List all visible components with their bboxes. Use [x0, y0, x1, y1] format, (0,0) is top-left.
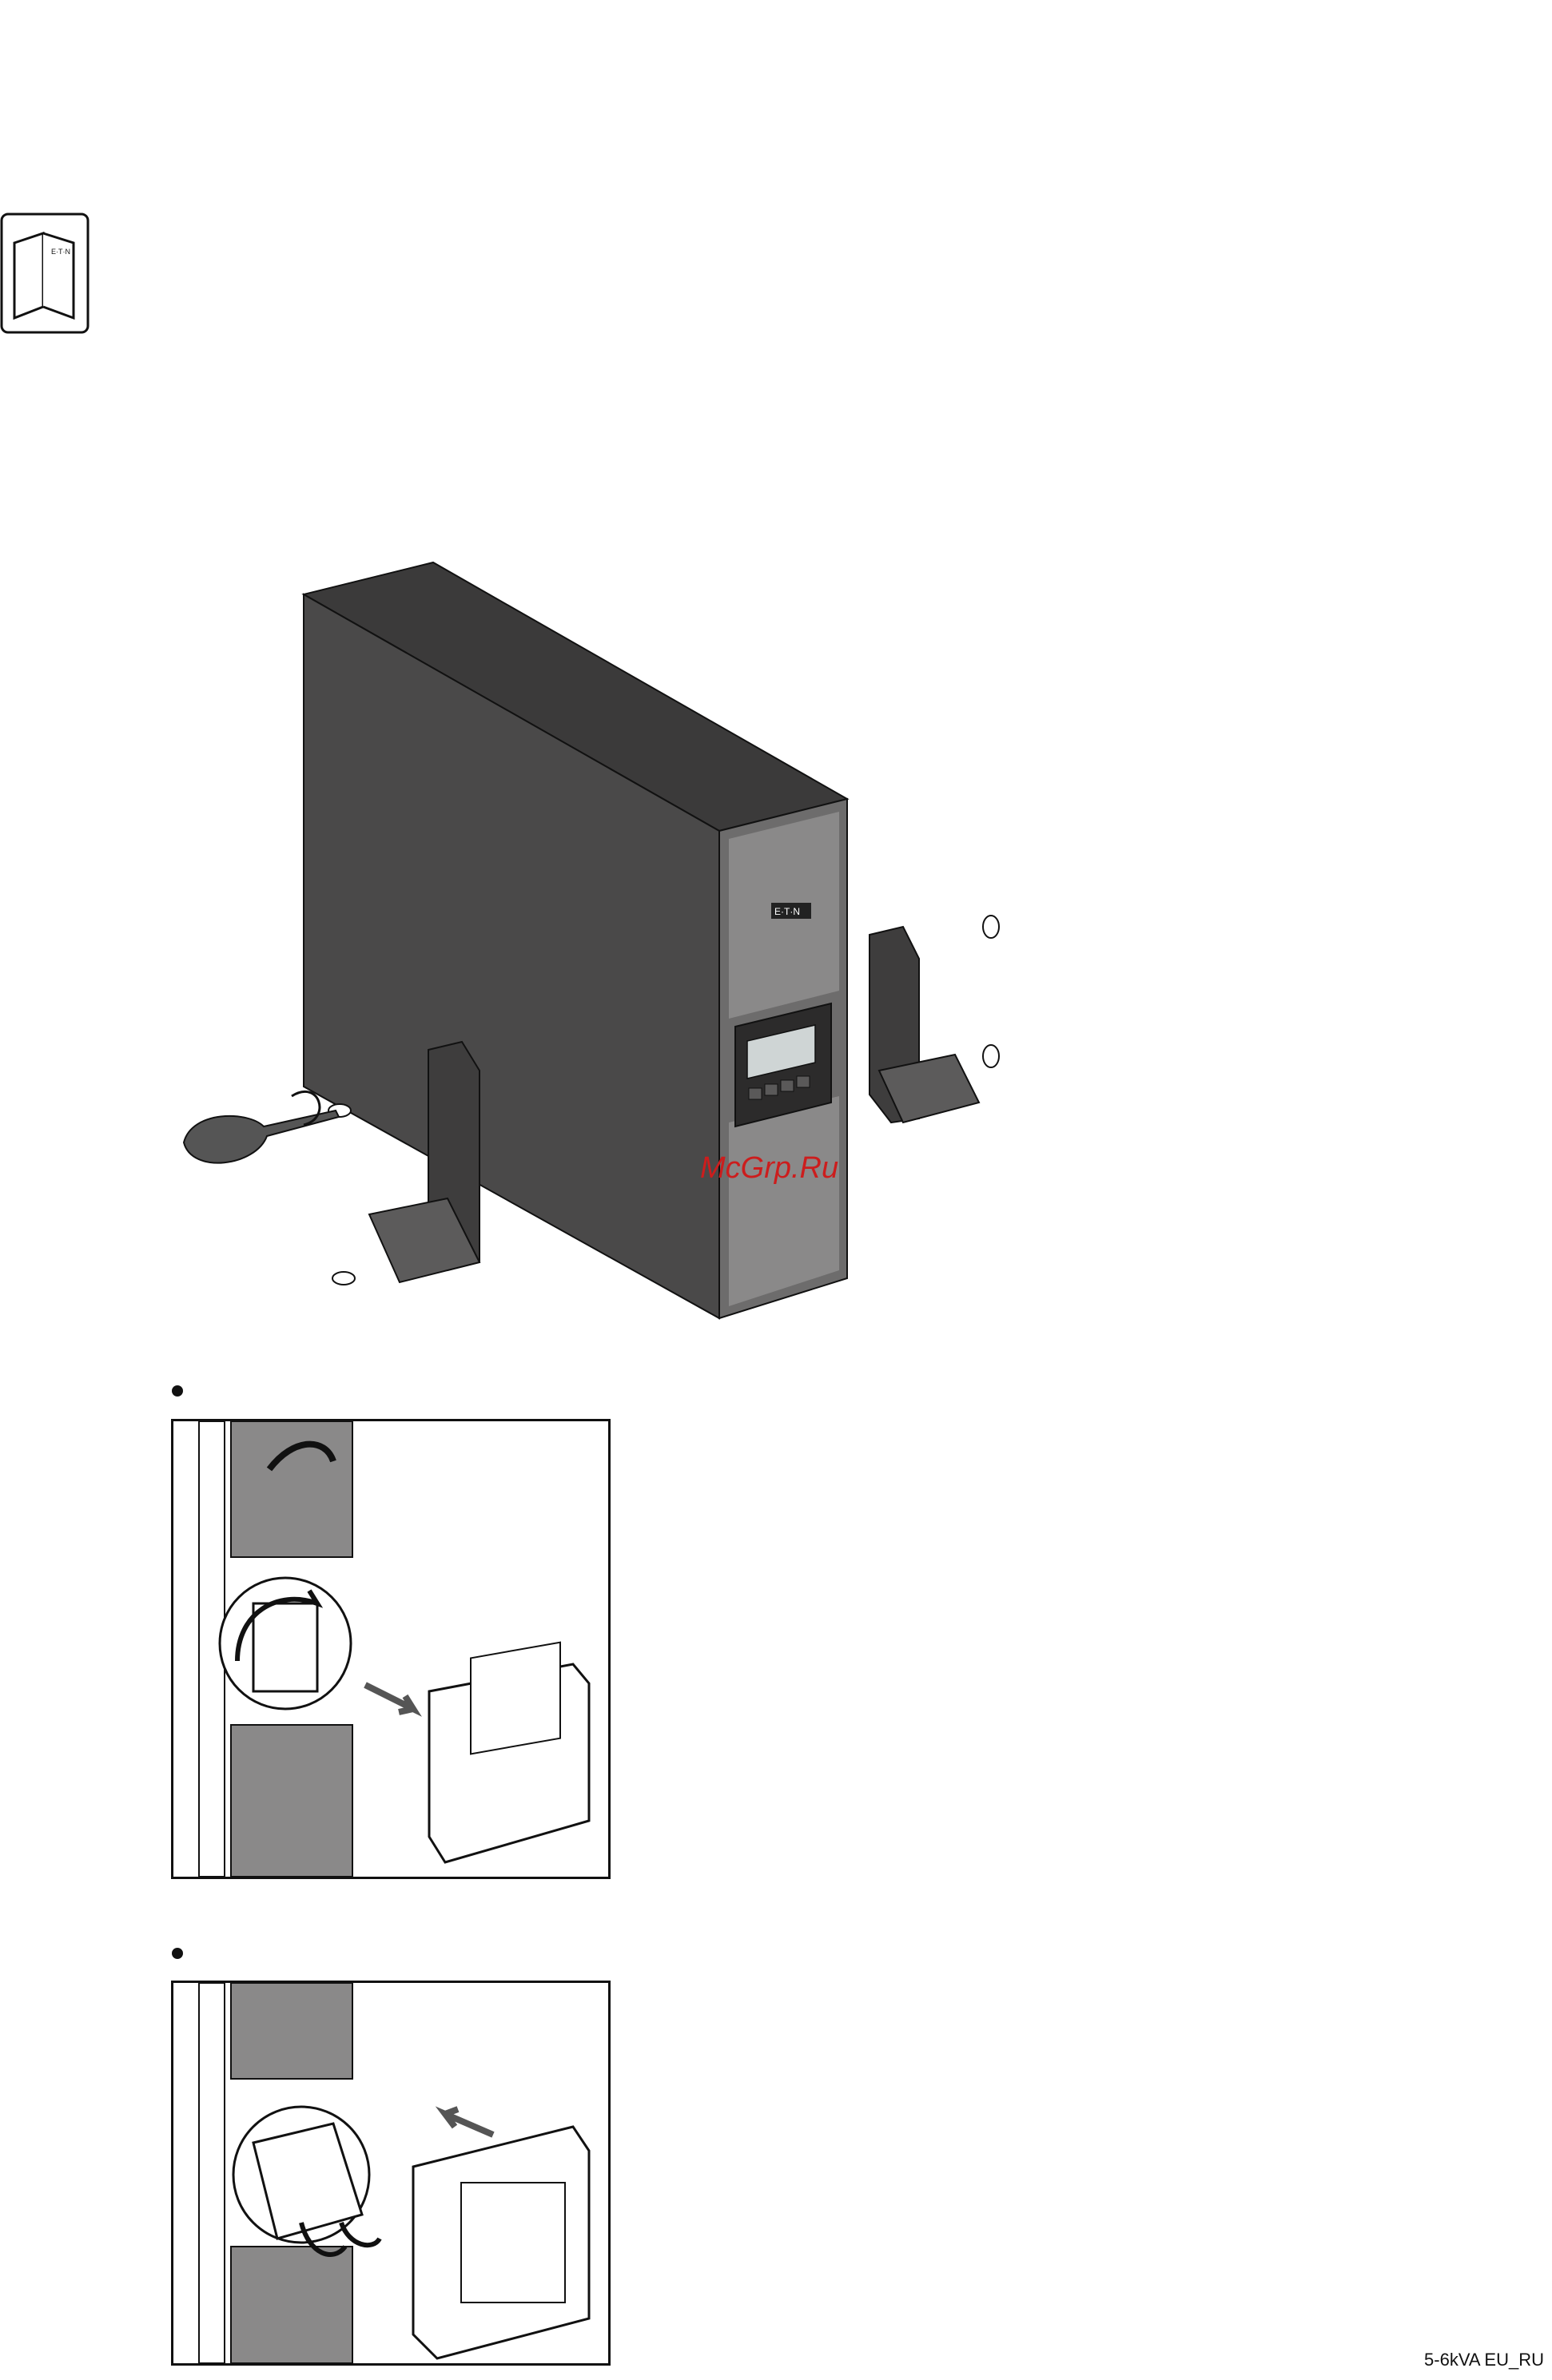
- step-bullet-2: [172, 1948, 183, 1959]
- right-rack-foot: [870, 927, 979, 1122]
- push-arrow-icon: [445, 2109, 493, 2135]
- front-vent-grill-bottom: [729, 1096, 839, 1306]
- watermark: McGrp.Ru: [700, 1151, 838, 1185]
- ups-rack-feet-illustration: E·T·N McGrp.Ru: [160, 559, 1007, 1326]
- step1-remove-panel-illustration: [171, 1419, 611, 1879]
- document-code: 5-6kVA EU_RU: [1424, 2350, 1544, 2370]
- step-bullet-1: [172, 1385, 183, 1397]
- manual-book-icon: E·T·N: [0, 213, 90, 334]
- brand-plate-text: E·T·N: [774, 906, 800, 917]
- step2-reinstall-panel-illustration: [171, 1981, 611, 2366]
- manual-logo-text: E·T·N: [51, 248, 70, 256]
- pull-arrow-icon: [365, 1685, 413, 1712]
